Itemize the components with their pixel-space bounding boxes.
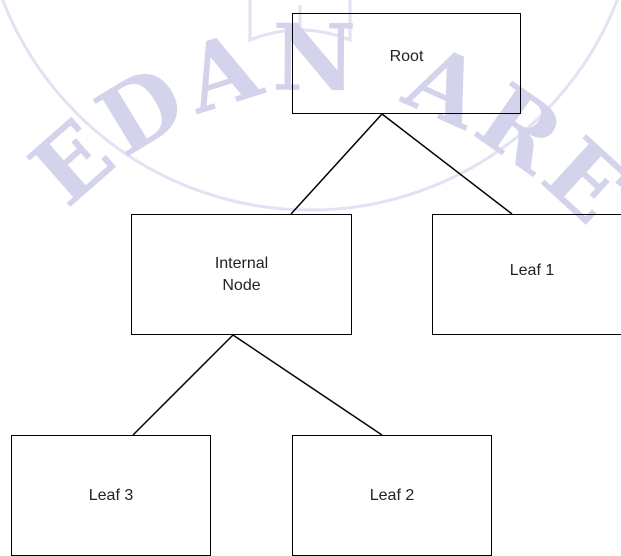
node-leaf-3: Leaf 3 xyxy=(11,435,211,556)
node-leaf-2-label: Leaf 2 xyxy=(369,486,415,504)
node-leaf-1: Leaf 1 xyxy=(432,214,621,335)
node-internal-label: Internal Node xyxy=(214,254,269,294)
edge-root-leaf1 xyxy=(381,113,513,215)
node-leaf-3-label: Leaf 3 xyxy=(88,486,134,504)
node-internal: Internal Node xyxy=(131,214,352,335)
edge-internal-leaf3 xyxy=(132,334,234,436)
node-root: Root xyxy=(292,13,521,114)
edge-root-internal xyxy=(290,113,383,215)
node-leaf-1-label: Leaf 1 xyxy=(509,261,555,279)
edge-internal-leaf2 xyxy=(232,334,383,436)
node-root-label: Root xyxy=(389,47,424,65)
node-leaf-2: Leaf 2 xyxy=(292,435,492,556)
